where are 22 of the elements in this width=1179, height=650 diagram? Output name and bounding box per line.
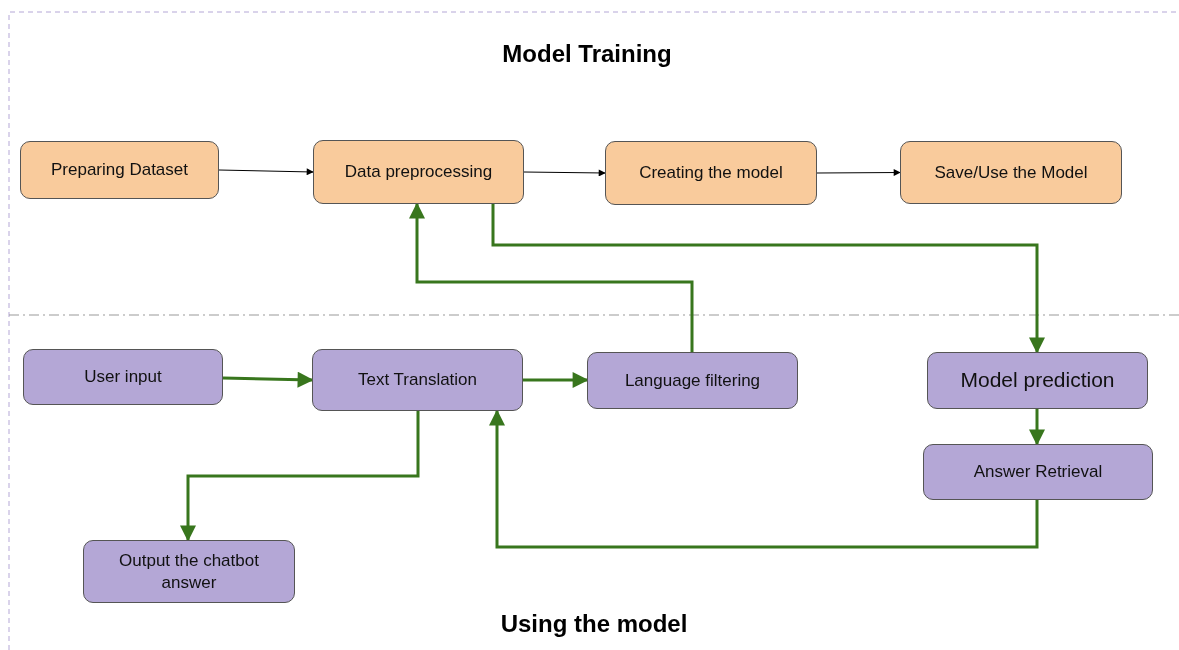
arrow (816, 169, 901, 177)
process-box: Text Translation (312, 349, 523, 411)
process-box: User input (23, 349, 223, 405)
section-heading: Using the model (500, 610, 688, 638)
process-box: Answer Retrieval (923, 444, 1153, 500)
process-box: Data preprocessing (313, 140, 524, 204)
arrow (409, 202, 694, 352)
arrow (523, 372, 589, 388)
arrow (489, 409, 1039, 549)
arrow (491, 204, 1045, 354)
arrow (180, 411, 420, 542)
process-box: Preparing Dataset (20, 141, 219, 199)
process-box: Save/Use the Model (900, 141, 1122, 204)
section-heading: Model Training (502, 40, 672, 68)
arrow (222, 371, 314, 388)
process-box: Model prediction (927, 352, 1148, 409)
arrow (1029, 409, 1045, 446)
process-box: Creating the model (605, 141, 817, 205)
arrow (523, 169, 606, 177)
process-box: Output the chatbot answer (83, 540, 295, 603)
process-box: Language filtering (587, 352, 798, 409)
arrow (218, 168, 314, 176)
